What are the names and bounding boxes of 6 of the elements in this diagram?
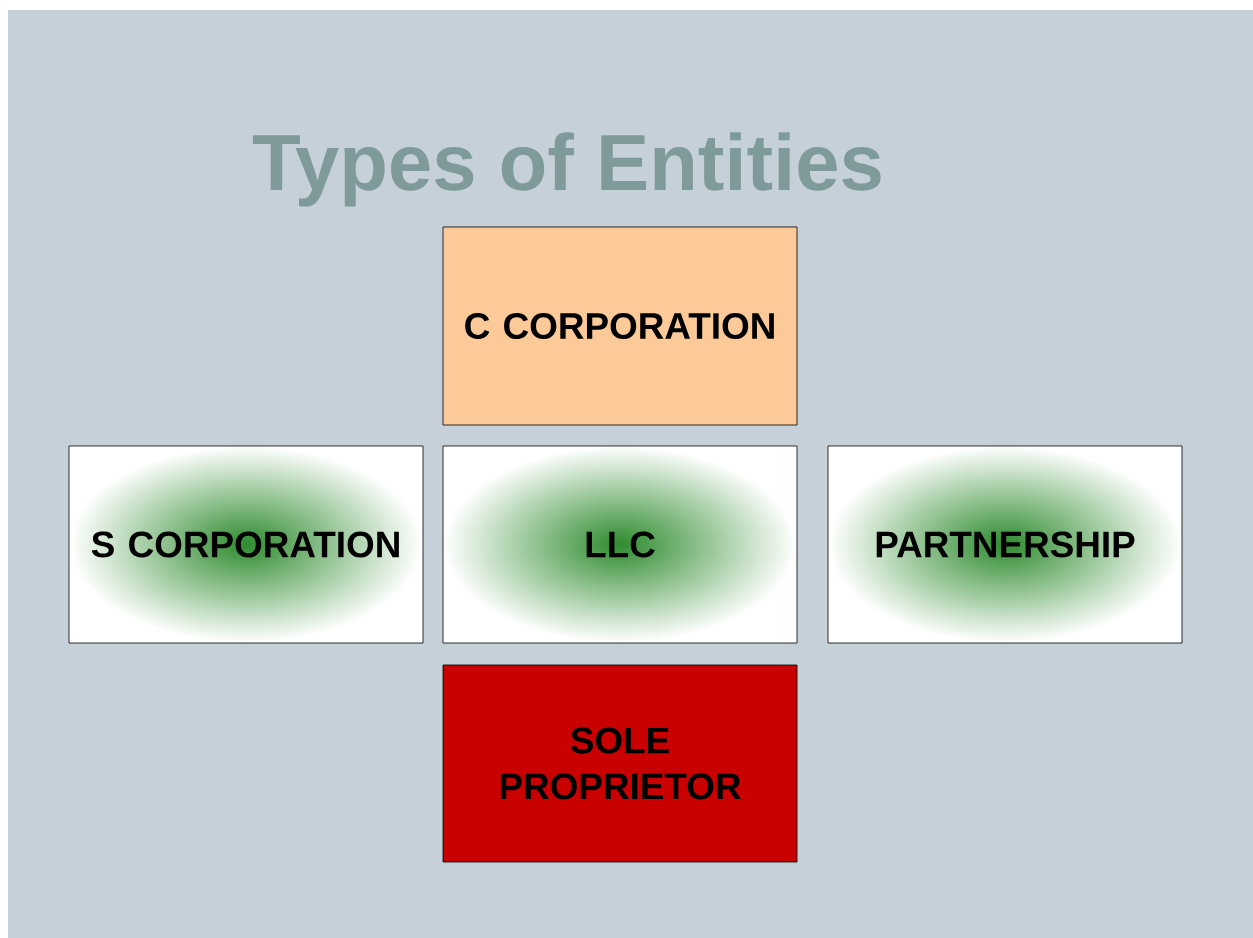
entity-box: C CORPORATION: [442, 226, 798, 426]
entity-box: LLC: [442, 445, 798, 644]
title: Types of Entities: [253, 132, 881, 207]
entity-box: PARTNERSHIP: [827, 445, 1183, 644]
entity-box: S CORPORATION: [68, 445, 424, 644]
entity-box: SOLE PROPRIETOR: [442, 664, 798, 863]
